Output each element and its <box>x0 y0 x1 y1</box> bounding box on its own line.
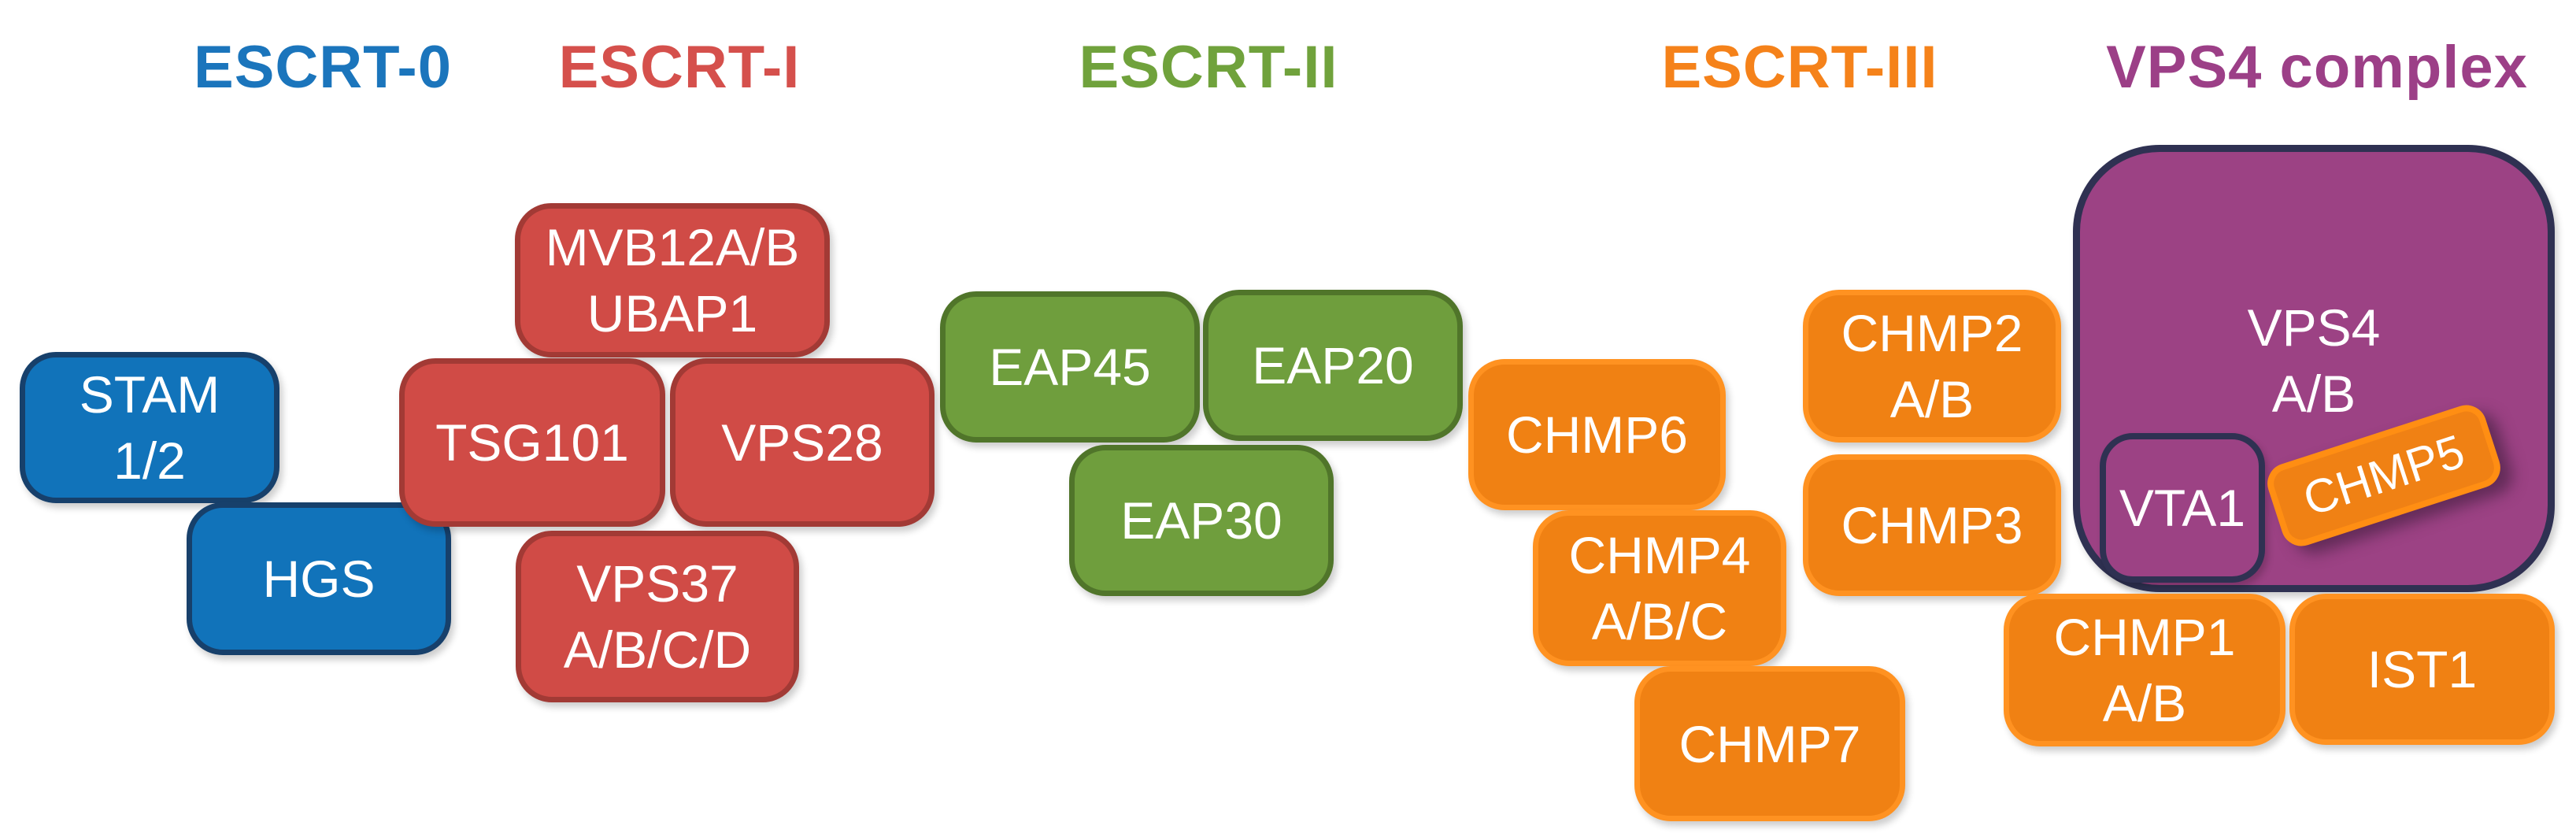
protein-label-chmp2-line-2: A/B <box>1889 370 1975 428</box>
protein-label-chmp4-line-1: CHMP4 <box>1568 526 1751 584</box>
protein-box-hgs: HGS <box>187 502 451 655</box>
protein-label-tsg101-line-1: TSG101 <box>435 413 629 472</box>
protein-label-eap20-line-1: EAP20 <box>1252 336 1414 394</box>
protein-box-eap45: EAP45 <box>940 291 1200 443</box>
protein-box-chmp3: CHMP3 <box>1803 454 2061 596</box>
protein-box-eap20: EAP20 <box>1203 290 1463 441</box>
protein-label-chmp2-line-1: CHMP2 <box>1841 304 2023 362</box>
protein-label-chmp1-line-2: A/B <box>2102 674 2187 732</box>
header-escrt-ii: ESCRT-II <box>1079 34 1338 101</box>
protein-label-eap30-line-1: EAP30 <box>1120 491 1282 550</box>
protein-label-eap45-line-1: EAP45 <box>989 338 1151 396</box>
protein-label-vta1-line-1: VTA1 <box>2119 479 2246 537</box>
protein-label-chmp6-line-1: CHMP6 <box>1505 406 1689 464</box>
protein-box-chmp7: CHMP7 <box>1634 666 1905 821</box>
protein-label-vps37-line-1: VPS37 <box>576 554 738 613</box>
protein-label-mvb12-ubap1-line-2: UBAP1 <box>587 284 758 343</box>
header-escrt-0: ESCRT-0 <box>194 34 452 101</box>
protein-box-vps28: VPS28 <box>670 358 935 527</box>
protein-label-mvb12-ubap1-line-1: MVB12A/B <box>545 218 800 276</box>
protein-label-vps37-line-2: A/B/C/D <box>563 620 752 679</box>
protein-box-tsg101: TSG101 <box>399 358 665 527</box>
header-escrt-iii: ESCRT-III <box>1661 34 1938 101</box>
protein-label-hgs-line-1: HGS <box>262 550 376 608</box>
protein-box-chmp6: CHMP6 <box>1468 359 1726 510</box>
protein-label-chmp4-line-2: A/B/C <box>1591 592 1728 650</box>
protein-box-mvb12-ubap1: MVB12A/B UBAP1 <box>515 203 830 357</box>
protein-label-chmp1-line-1: CHMP1 <box>2053 608 2236 666</box>
protein-box-eap30: EAP30 <box>1069 445 1334 596</box>
protein-label-stam12-line-2: 1/2 <box>113 431 186 490</box>
header-escrt-i: ESCRT-I <box>558 34 801 101</box>
protein-box-vta1: VTA1 <box>2100 433 2265 583</box>
protein-label-vps4-label-line-2: A/B <box>2271 365 2356 423</box>
protein-box-ist1: IST1 <box>2289 594 2555 745</box>
protein-label-chmp7-line-1: CHMP7 <box>1678 714 1861 773</box>
protein-label-stam12-line-1: STAM <box>79 365 220 424</box>
protein-label-vps28-line-1: VPS28 <box>721 413 883 472</box>
protein-box-stam12: STAM 1/2 <box>20 352 279 503</box>
protein-label-vps4-label-line-1: VPS4 <box>2247 298 2381 357</box>
protein-label-ist1-line-1: IST1 <box>2367 640 2478 698</box>
header-vps4-complex: VPS4 complex <box>2106 34 2528 101</box>
protein-label-chmp3-line-1: CHMP3 <box>1841 496 2023 554</box>
